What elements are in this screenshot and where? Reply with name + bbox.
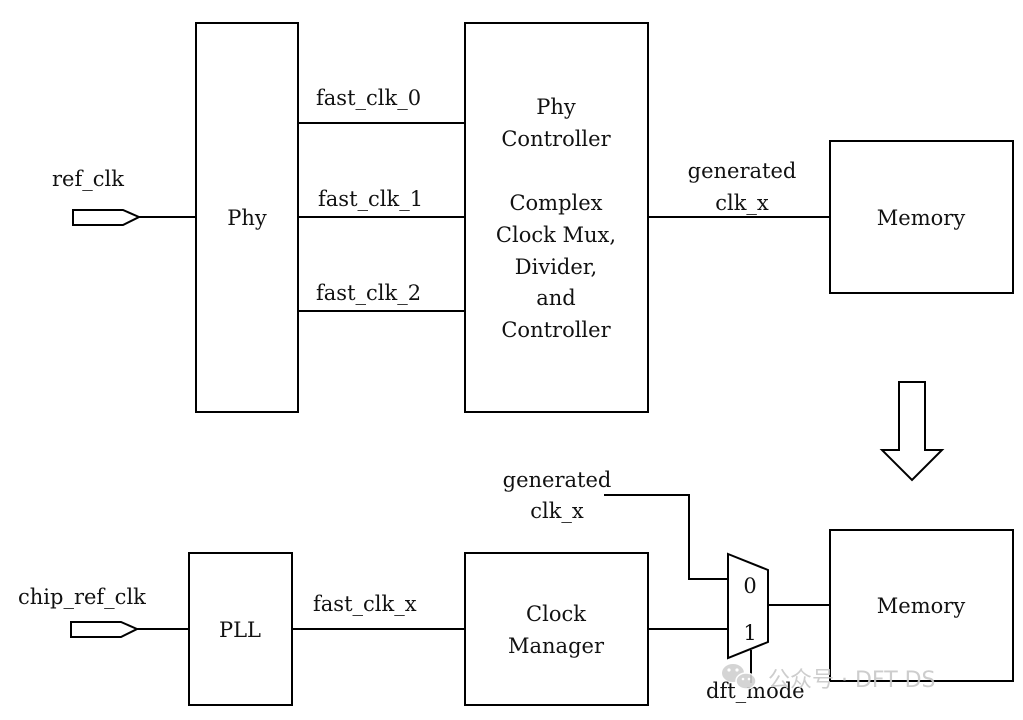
wechat-icon (722, 664, 757, 690)
controller-line: Divider, (515, 255, 597, 279)
watermark-text: 公众号 · DFT DS (768, 668, 936, 693)
chip-ref-clk-label: chip_ref_clk (18, 585, 146, 609)
bottom-diagram: chip_ref_clk PLL fast_clk_x Clock Manage… (18, 468, 1014, 706)
controller-line: Controller (501, 318, 611, 342)
clock-manager-block (464, 552, 649, 706)
fast-clk-0-label: fast_clk_0 (316, 86, 421, 110)
generated-clk-label: clk_x (715, 191, 769, 215)
fast-clk-2-label: fast_clk_2 (316, 281, 421, 305)
ref-clk-port (72, 209, 142, 226)
clock-mux (727, 552, 769, 660)
clock-manager-label: Manager (508, 634, 605, 658)
phy-block (195, 22, 299, 413)
phy-label: Phy (227, 206, 267, 230)
pll-label: PLL (219, 618, 261, 642)
controller-line: and (536, 286, 576, 310)
bottom-memory-block (829, 529, 1014, 682)
controller-line: Complex (509, 191, 602, 215)
mux-in0-wire (604, 494, 728, 580)
ref-clk-label: ref_clk (52, 167, 124, 191)
bottom-memory-label: Memory (877, 594, 966, 618)
watermark: 公众号 · DFT DS (722, 664, 936, 693)
controller-line: Phy (536, 95, 576, 119)
clock-manager-label: Clock (526, 602, 586, 626)
pll-block (188, 552, 293, 706)
down-arrow-icon (879, 381, 945, 482)
controller-line: Clock Mux, (496, 223, 616, 247)
generated-clk-label: generated (688, 159, 797, 183)
mux-input-label: clk_x (530, 499, 584, 523)
mux-input-label: generated (503, 468, 612, 492)
fast-clk-x-label: fast_clk_x (313, 592, 417, 616)
top-memory-label: Memory (877, 206, 966, 230)
controller-line: Controller (501, 127, 611, 151)
top-diagram: ref_clk Phy fast_clk_0 fast_clk_1 fast_c… (52, 22, 1014, 413)
mux-in1-label: 1 (743, 621, 756, 645)
fast-clk-1-label: fast_clk_1 (318, 187, 423, 211)
chip-ref-clk-port (70, 621, 140, 638)
phy-controller-block (464, 22, 649, 413)
top-memory-block (829, 140, 1014, 294)
mux-in0-label: 0 (743, 574, 756, 598)
